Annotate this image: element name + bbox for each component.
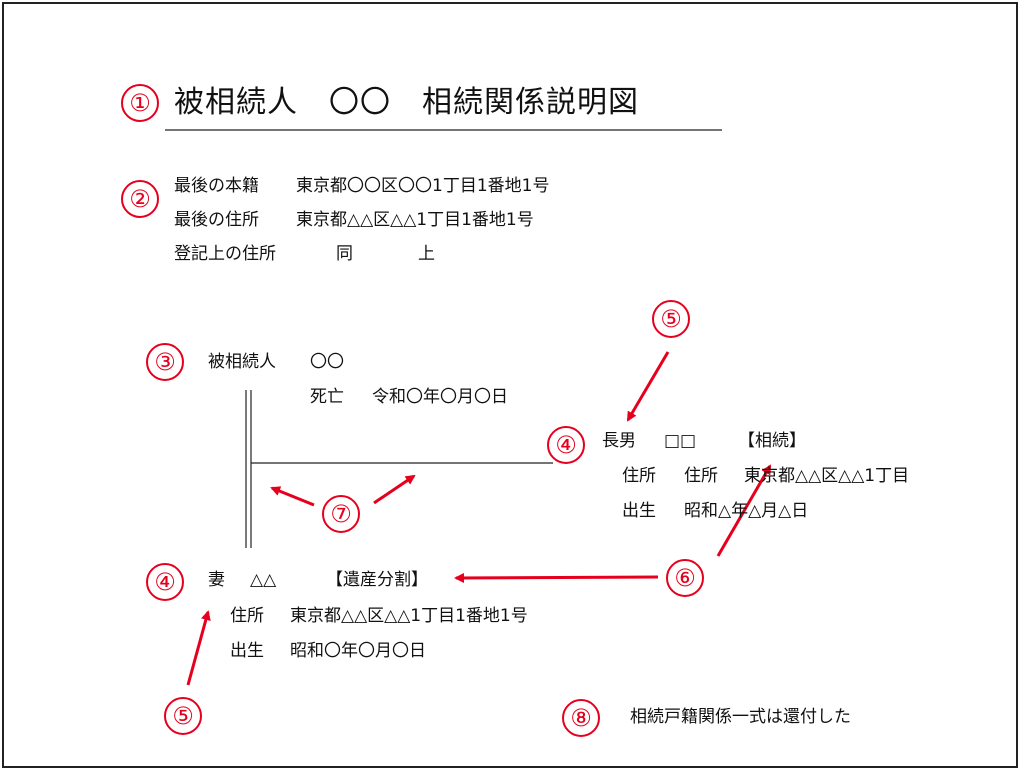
son-birth-label: 出生 bbox=[622, 501, 656, 521]
arrow-6-to-son bbox=[716, 464, 772, 557]
wife-status: 【遺産分割】 bbox=[326, 570, 428, 590]
page-title: 被相続人 〇〇 相続関係説明図 bbox=[174, 85, 639, 120]
marker-2: ② bbox=[121, 180, 159, 218]
marker-8: ⑧ bbox=[562, 699, 600, 737]
return-note: 相続戸籍関係一式は還付した bbox=[630, 707, 851, 727]
son-birth-date: 昭和△年△月△日 bbox=[684, 501, 809, 521]
son-name: □□ bbox=[664, 431, 697, 451]
decedent-death-label: 死亡 bbox=[310, 387, 344, 407]
jusho-label: 最後の住所 bbox=[174, 210, 259, 230]
honseki-label: 最後の本籍 bbox=[174, 176, 259, 196]
touki-value-2: 上 bbox=[418, 244, 435, 264]
wife-birth-date: 昭和〇年〇月〇日 bbox=[290, 641, 426, 661]
arrow-7-left bbox=[270, 486, 315, 507]
marker-5-top: ⑤ bbox=[652, 300, 690, 338]
marker-5-bottom: ⑤ bbox=[164, 697, 202, 735]
son-address: 東京都△△区△△1丁目 bbox=[744, 466, 910, 486]
arrow-6-to-wife bbox=[454, 572, 659, 583]
jusho-value: 東京都△△区△△1丁目1番地1号 bbox=[296, 210, 534, 230]
son-address-label-2: 住所 bbox=[684, 466, 718, 486]
marker-3: ③ bbox=[146, 343, 184, 381]
honseki-value: 東京都〇〇区〇〇1丁目1番地1号 bbox=[296, 176, 550, 196]
touki-label: 登記上の住所 bbox=[174, 244, 276, 264]
son-address-label-1: 住所 bbox=[622, 466, 656, 486]
wife-birth-label: 出生 bbox=[230, 641, 264, 661]
son-relation: 長男 bbox=[602, 431, 636, 451]
decedent-label: 被相続人 bbox=[208, 352, 276, 372]
marker-6: ⑥ bbox=[666, 559, 704, 597]
marker-4-son: ④ bbox=[547, 426, 585, 464]
wife-address: 東京都△△区△△1丁目1番地1号 bbox=[290, 606, 528, 626]
marker-4-wife: ④ bbox=[146, 563, 184, 601]
touki-value-1: 同 bbox=[336, 244, 353, 264]
wife-name: △△ bbox=[250, 570, 277, 590]
wife-relation: 妻 bbox=[208, 570, 225, 590]
arrow-5-to-wife bbox=[186, 610, 211, 686]
arrow-5-to-son bbox=[626, 351, 670, 422]
decedent-death-date: 令和〇年〇月〇日 bbox=[372, 387, 508, 407]
marker-1: ① bbox=[121, 84, 159, 122]
marker-7: ⑦ bbox=[322, 495, 360, 533]
decedent-name: 〇〇 bbox=[310, 352, 344, 372]
arrow-7-right bbox=[373, 474, 416, 505]
wife-address-label: 住所 bbox=[230, 606, 264, 626]
son-status: 【相続】 bbox=[738, 431, 806, 451]
